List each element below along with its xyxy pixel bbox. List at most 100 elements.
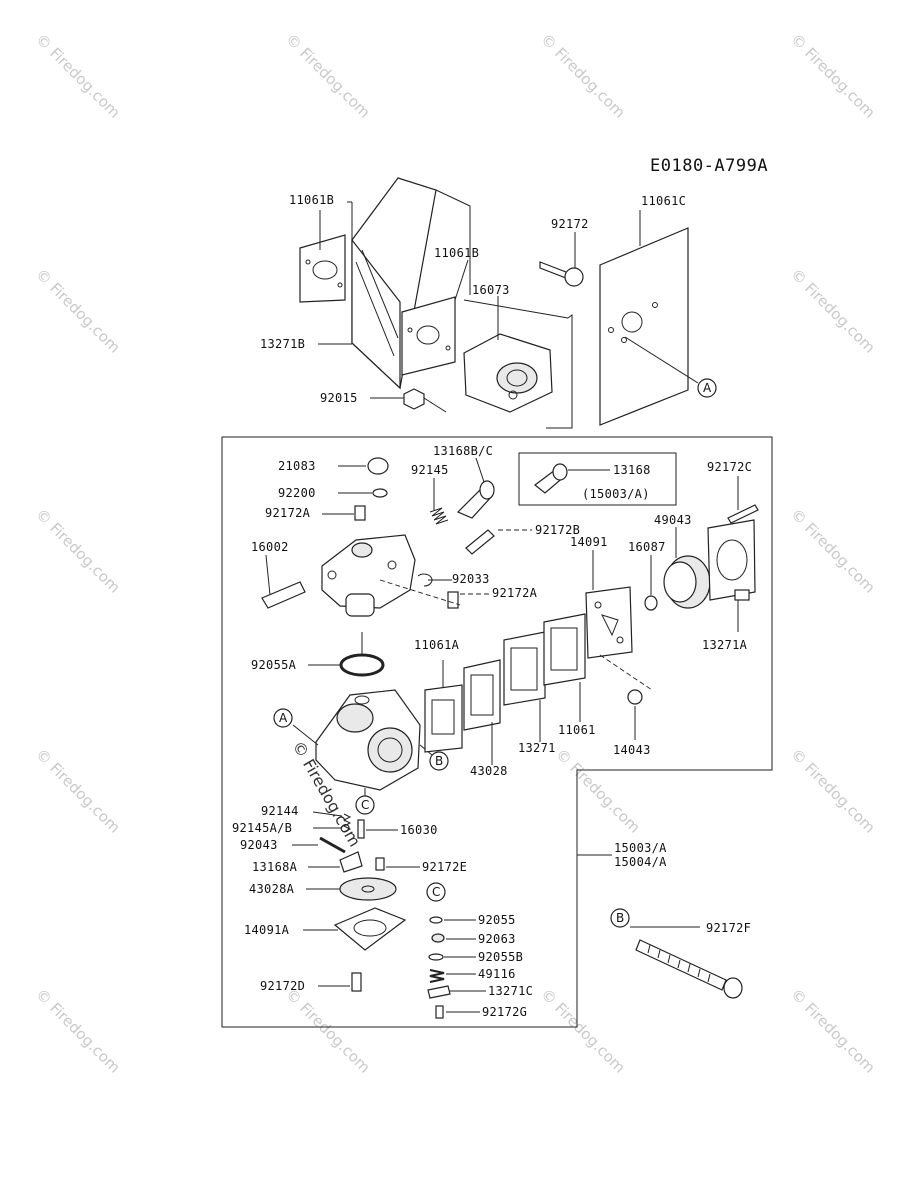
watermark: © Firedog.com (787, 985, 879, 1077)
label-13271C: 13271C (488, 984, 533, 998)
seal-92063 (431, 933, 445, 943)
lever-13168BC (456, 480, 495, 519)
washer-92200 (372, 488, 388, 498)
label-49116: 49116 (478, 967, 516, 981)
label-13271B: 13271B (260, 337, 305, 351)
cover-14091A (333, 907, 407, 951)
gasket-13271A (707, 519, 756, 601)
needle-16030 (357, 819, 365, 839)
nut-14043 (627, 689, 643, 705)
label-11061C: 11061C (641, 194, 686, 208)
pin-92043 (319, 836, 346, 854)
spring-92145AB (342, 813, 352, 833)
gasket-11061B-top (299, 234, 346, 303)
label-49043: 49043 (654, 513, 692, 527)
cap-49043 (663, 555, 711, 609)
plate-11061C (599, 227, 689, 426)
watermark: © Firedog.com (32, 505, 124, 597)
label-11061B-mid: 11061B (434, 246, 479, 260)
label-21083: 21083 (278, 459, 316, 473)
screw-92172A-1 (354, 505, 366, 521)
marker-A-top: A (697, 378, 717, 398)
screw-92172D (351, 972, 362, 992)
watermark: © Firedog.com (537, 30, 629, 122)
gasket-11061B-mid (401, 296, 456, 376)
marker-A-mid-text: A (279, 711, 288, 725)
label-92172C: 92172C (707, 460, 752, 474)
bolt-92172F (635, 939, 743, 999)
label-92172A-2: 92172A (492, 586, 538, 600)
label-92033: 92033 (452, 572, 490, 586)
label-14091: 14091 (570, 535, 608, 549)
label-92200: 92200 (278, 486, 316, 500)
label-92172G: 92172G (482, 1005, 527, 1019)
label-13271: 13271 (518, 741, 556, 755)
label-11061A: 11061A (414, 638, 460, 652)
gasket-13271C (427, 985, 451, 999)
screw-92172C (727, 504, 759, 524)
diagram-code: E0180-A799A (650, 156, 768, 176)
watermark: © Firedog.com (787, 745, 879, 837)
screw-21083 (367, 457, 389, 475)
label-15003A: 15003/A (614, 841, 667, 855)
label-13168A: 13168A (252, 860, 298, 874)
inset-box-13168 (518, 452, 677, 506)
label-92172E: 92172E (422, 860, 467, 874)
marker-C-low: C (426, 882, 446, 902)
watermark: © Firedog.com (787, 30, 879, 122)
marker-A-mid: A (273, 708, 293, 728)
label-92145AB: 92145A/B (232, 821, 292, 835)
label-92172A-1: 92172A (265, 506, 311, 520)
top-leaders (318, 201, 699, 413)
spring-92145 (429, 507, 449, 525)
label-15003A-box: (15003/A) (582, 487, 650, 501)
carburetor-upper-body (321, 534, 416, 617)
marker-B-low-text: B (616, 911, 624, 925)
label-13271A: 13271A (702, 638, 748, 652)
label-15004A: 15004/A (614, 855, 667, 869)
ring-92033 (417, 573, 433, 587)
marker-A-top-text: A (703, 381, 712, 395)
watermark: © Firedog.com (282, 30, 374, 122)
label-92043: 92043 (240, 838, 278, 852)
marker-B-low: B (610, 908, 630, 928)
label-92172: 92172 (551, 217, 589, 231)
watermark: © Firedog.com (32, 745, 124, 837)
watermark: © Firedog.com (32, 985, 124, 1077)
spring-49116 (429, 969, 445, 983)
part-16087 (644, 595, 658, 611)
marker-C-low-text: C (432, 885, 440, 899)
label-92055B: 92055B (478, 950, 523, 964)
label-11061: 11061 (558, 723, 596, 737)
watermark: © Firedog.com (32, 30, 124, 122)
label-92172F: 92172F (706, 921, 751, 935)
marker-B-mid: B (429, 751, 449, 771)
watermark: © Firedog.com (32, 265, 124, 357)
label-43028: 43028 (470, 764, 508, 778)
watermark: © Firedog.com (787, 265, 879, 357)
screw-92172E (375, 857, 385, 871)
label-16073: 16073 (472, 283, 510, 297)
pump-14091 (585, 586, 633, 659)
main-frame (221, 436, 773, 1028)
marker-B-mid-text: B (435, 754, 443, 768)
needle-16002 (261, 581, 306, 609)
screw-92172B (465, 529, 495, 555)
watermark: © Firedog.com (552, 745, 644, 837)
marker-C-mid-text: C (361, 798, 369, 812)
label-16030: 16030 (400, 823, 438, 837)
label-92172D: 92172D (260, 979, 305, 993)
marker-C-mid: C (355, 795, 375, 815)
label-92015: 92015 (320, 391, 358, 405)
label-13168BC: 13168B/C (433, 444, 493, 458)
watermark: © Firedog.com (537, 985, 629, 1077)
gasket-13271 (503, 631, 546, 706)
label-43028A: 43028A (249, 882, 295, 896)
watermark: © Firedog.com (787, 505, 879, 597)
washer-92055B (428, 953, 444, 961)
oring-92055A (339, 653, 385, 677)
label-92055A: 92055A (251, 658, 297, 672)
screw-92172A-2 (447, 591, 459, 609)
label-14043: 14043 (613, 743, 651, 757)
